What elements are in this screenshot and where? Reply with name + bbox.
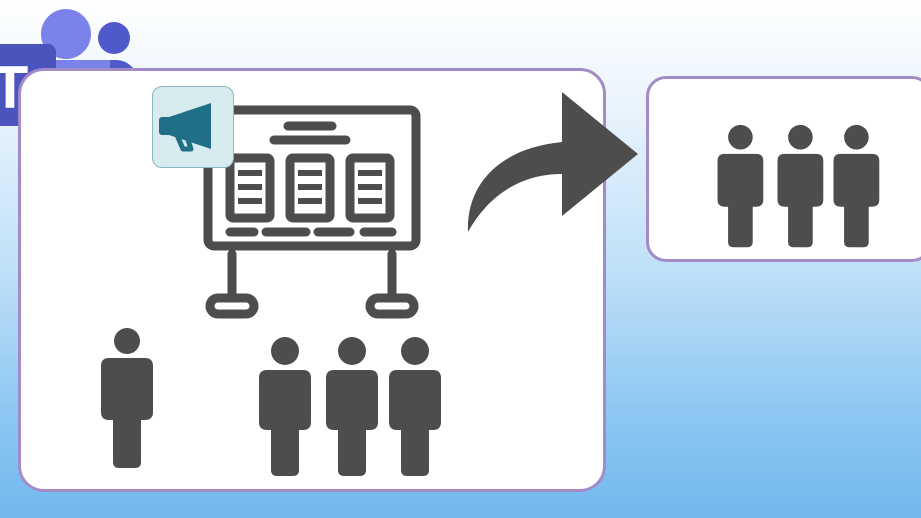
presentation-board bbox=[200, 104, 422, 322]
audience-person bbox=[833, 124, 880, 248]
audience-person bbox=[259, 337, 311, 476]
audience-person bbox=[777, 124, 824, 248]
share-arrow bbox=[458, 88, 644, 238]
megaphone-badge bbox=[152, 86, 234, 168]
audience-person bbox=[717, 124, 764, 248]
audience-person bbox=[326, 337, 378, 476]
remote-audience-group bbox=[714, 124, 884, 248]
audience-person bbox=[389, 337, 441, 476]
local-audience-group bbox=[255, 336, 445, 476]
megaphone-icon bbox=[159, 103, 211, 152]
curved-arrow-icon bbox=[467, 92, 638, 232]
presenter bbox=[97, 328, 157, 468]
presentation-board-icon bbox=[203, 105, 421, 319]
audience-icon bbox=[717, 124, 880, 248]
person-icon bbox=[101, 328, 153, 468]
audience-icon bbox=[259, 337, 441, 476]
